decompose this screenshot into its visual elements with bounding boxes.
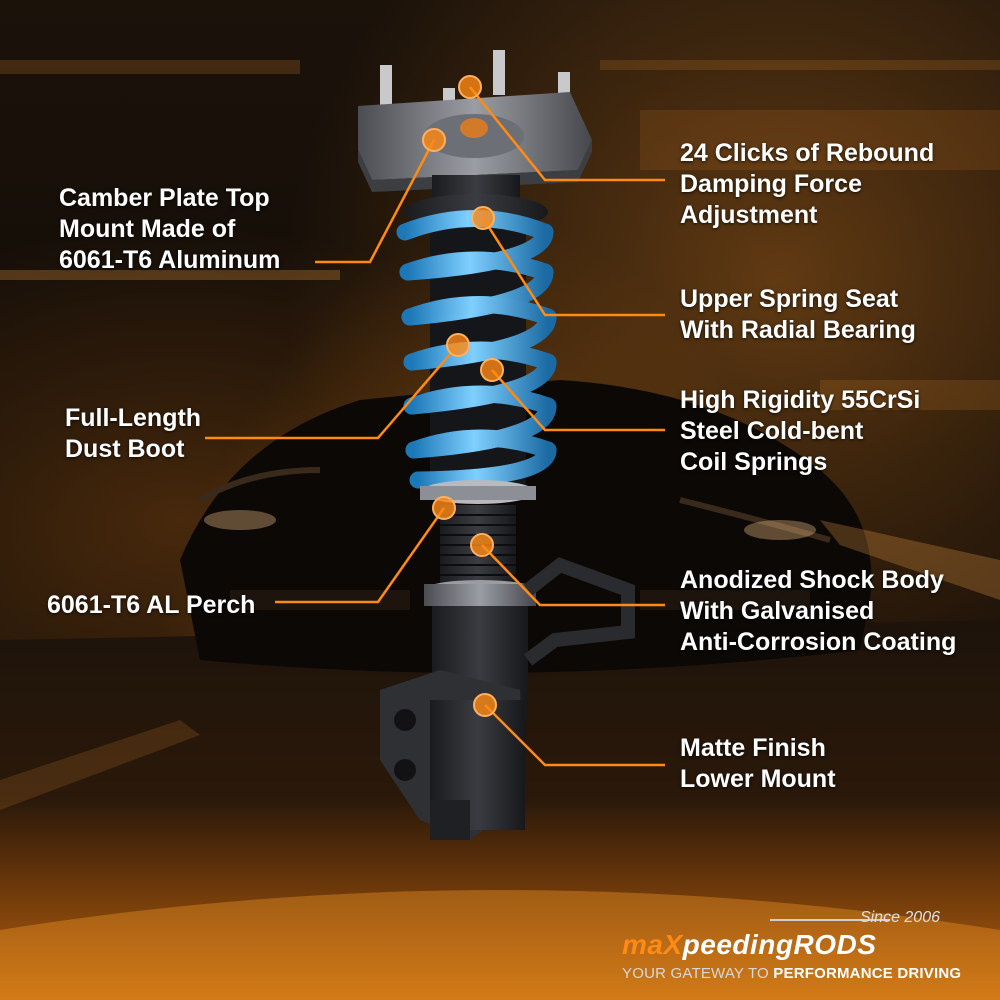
- label-line: Coil Springs: [680, 448, 828, 476]
- label-line: Full-Length: [65, 404, 202, 432]
- hose-bracket: [523, 557, 635, 666]
- callout-dot-camber-plate: [422, 128, 446, 152]
- label-line: Damping Force: [680, 170, 862, 198]
- label-line: Steel Cold-bent: [680, 417, 864, 445]
- callout-line-coil-springs: [491, 369, 665, 432]
- label-line: With Radial Bearing: [680, 316, 916, 344]
- label-coil-springs: High Rigidity 55CrSi Steel Cold-bent Coi…: [680, 385, 920, 478]
- since-divider: [770, 919, 890, 921]
- callout-dot-shock-body: [470, 533, 494, 557]
- label-rebound-adjustment: 24 Clicks of Rebound Damping Force Adjus…: [680, 138, 934, 231]
- callout-dot-coil-springs: [480, 358, 504, 382]
- label-line: High Rigidity 55CrSi: [680, 386, 921, 414]
- label-line: Mount Made of: [59, 215, 236, 243]
- label-shock-body: Anodized Shock Body With Galvanised Anti…: [680, 565, 956, 658]
- brand-logo: maXpeedingRODS: [622, 929, 876, 961]
- label-line: 24 Clicks of Rebound: [680, 139, 935, 167]
- label-line: 6061-T6 Aluminum: [59, 246, 281, 274]
- label-line: Matte Finish: [680, 734, 826, 762]
- tagline-plain: YOUR GATEWAY TO: [622, 965, 774, 982]
- label-line: Lower Mount: [680, 765, 836, 793]
- callout-dot-lower-mount: [473, 693, 497, 717]
- callout-line-dust-boot: [205, 344, 459, 440]
- callout-line-lower-mount: [484, 704, 665, 767]
- label-line: Anodized Shock Body: [680, 566, 944, 594]
- label-lower-mount: Matte Finish Lower Mount: [680, 733, 836, 795]
- logo-part: X: [663, 929, 683, 960]
- callout-line-perch: [275, 507, 446, 604]
- label-camber-plate: Camber Plate Top Mount Made of 6061-T6 A…: [59, 183, 280, 276]
- label-line: Adjustment: [680, 201, 818, 229]
- label-line: Anti-Corrosion Coating: [680, 628, 957, 656]
- callout-dot-rebound: [458, 75, 482, 99]
- callout-dot-spring-seat: [471, 206, 495, 230]
- callout-dot-dust-boot: [446, 333, 470, 357]
- callout-line-rebound: [469, 86, 665, 182]
- coil-spring: [396, 210, 557, 489]
- callout-dot-perch: [432, 496, 456, 520]
- callout-line-camber-plate: [315, 139, 436, 264]
- tagline-bold: PERFORMANCE DRIVING: [773, 965, 962, 982]
- label-perch: 6061-T6 AL Perch: [47, 590, 255, 621]
- label-line: With Galvanised: [680, 597, 875, 625]
- label-upper-spring-seat: Upper Spring Seat With Radial Bearing: [680, 284, 916, 346]
- label-line: Camber Plate Top: [59, 184, 270, 212]
- label-line: Dust Boot: [65, 435, 185, 463]
- since-year: Since 2006: [859, 909, 940, 926]
- label-dust-boot: Full-Length Dust Boot: [65, 403, 201, 465]
- callout-line-spring-seat: [481, 217, 665, 317]
- brand-tagline: YOUR GATEWAY TO PERFORMANCE DRIVING: [622, 965, 961, 982]
- logo-part: peedingRODS: [682, 929, 877, 960]
- callout-line-shock-body: [481, 544, 665, 607]
- brand-logo-block: Since 2006 maXpeedingRODS YOUR GATEWAY T…: [600, 905, 980, 990]
- logo-part: ma: [622, 929, 664, 960]
- label-line: Upper Spring Seat: [680, 285, 899, 313]
- label-line: 6061-T6 AL Perch: [47, 591, 256, 619]
